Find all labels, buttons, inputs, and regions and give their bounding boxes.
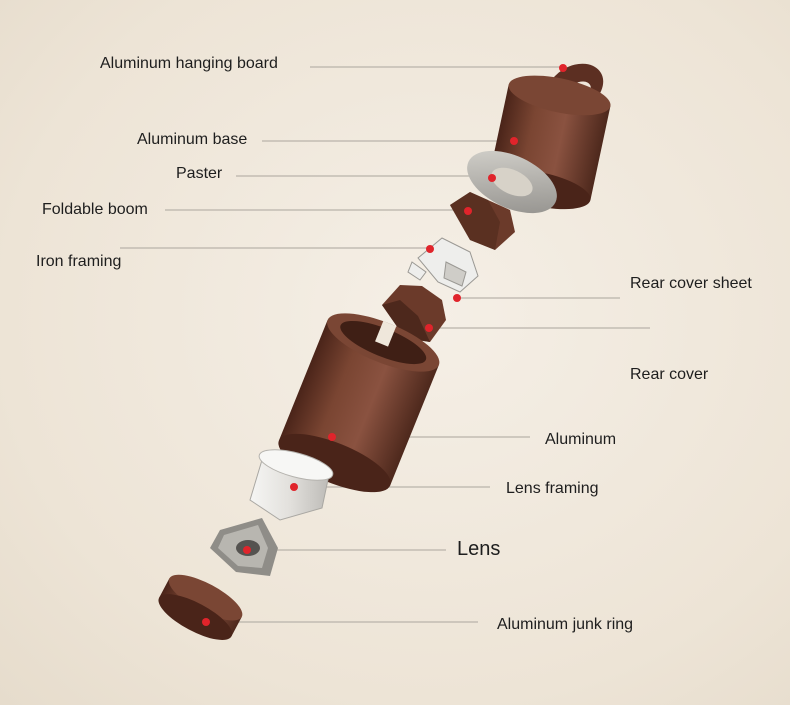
label-iron-framing: Iron framing [36, 253, 122, 270]
junk-ring-part [158, 574, 243, 640]
label-paster: Paster [176, 165, 223, 182]
marker-hanging-board [559, 64, 567, 72]
aluminum-tube-part [278, 313, 440, 493]
lens-part [210, 518, 278, 576]
marker-rear-cover [425, 324, 433, 332]
label-rear-cover-sheet: Rear cover sheet [630, 275, 752, 292]
part-markers [202, 64, 567, 626]
label-aluminum: Aluminum [545, 431, 617, 448]
leader-lines [120, 66, 650, 623]
marker-lens [243, 546, 251, 554]
label-lens: Lens [457, 538, 501, 560]
paster-part [467, 150, 557, 214]
foldable-boom-part [450, 192, 515, 250]
marker-lens-framing [290, 483, 298, 491]
lens-framing-part [249, 449, 334, 521]
label-lens-framing: Lens framing [506, 480, 599, 497]
marker-junk-ring [202, 618, 210, 626]
marker-iron-framing [426, 245, 434, 253]
marker-base [510, 137, 518, 145]
marker-rear-cover-sheet [453, 294, 461, 302]
label-foldable-boom: Foldable boom [42, 201, 148, 218]
marker-aluminum [328, 433, 336, 441]
label-hanging-board: Aluminum hanging board [100, 55, 278, 72]
label-junk-ring: Aluminum junk ring [497, 616, 634, 633]
label-base: Aluminum base [137, 131, 248, 148]
label-rear-cover: Rear cover [630, 366, 709, 383]
iron-framing-part [407, 237, 479, 293]
marker-foldable-boom [464, 207, 472, 215]
marker-paster [488, 174, 496, 182]
